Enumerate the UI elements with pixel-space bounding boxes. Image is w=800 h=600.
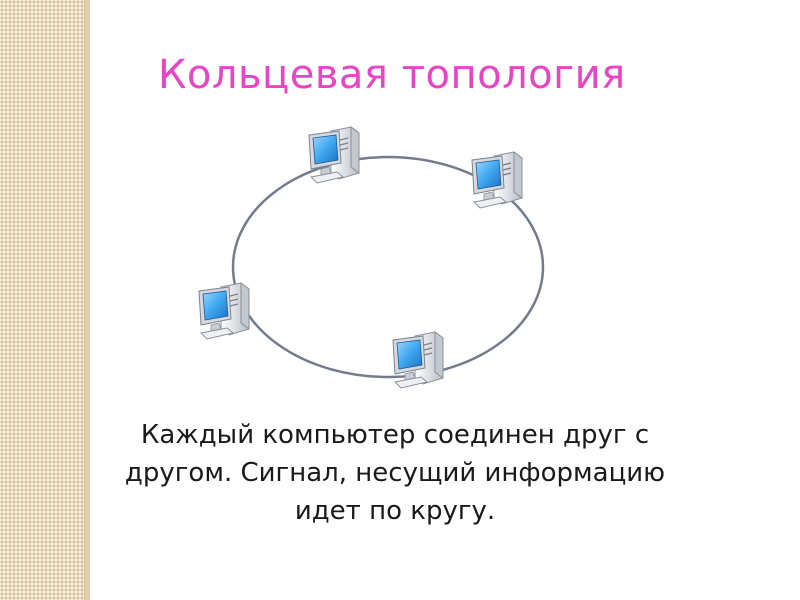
caption-line-1: Каждый компьютер соединен друг с (140, 420, 650, 450)
computer-icon (471, 151, 523, 209)
caption-line-3: идет по кругу. (294, 496, 496, 526)
computer-node-bottom (392, 331, 444, 389)
ring-connection (231, 155, 545, 379)
computer-node-left (198, 282, 250, 340)
slide-title: Кольцевая топология (158, 52, 626, 98)
description-text: Каждый компьютер соединен друг с другом.… (70, 416, 720, 530)
caption-line-2: другом. Сигнал, несущий информацию (124, 458, 666, 488)
computer-node-top (308, 126, 360, 184)
side-divider (84, 0, 90, 600)
computer-icon (198, 282, 250, 340)
computer-node-right (471, 151, 523, 209)
decorative-side-panel (0, 0, 84, 600)
computer-icon (308, 126, 360, 184)
computer-icon (392, 331, 444, 389)
